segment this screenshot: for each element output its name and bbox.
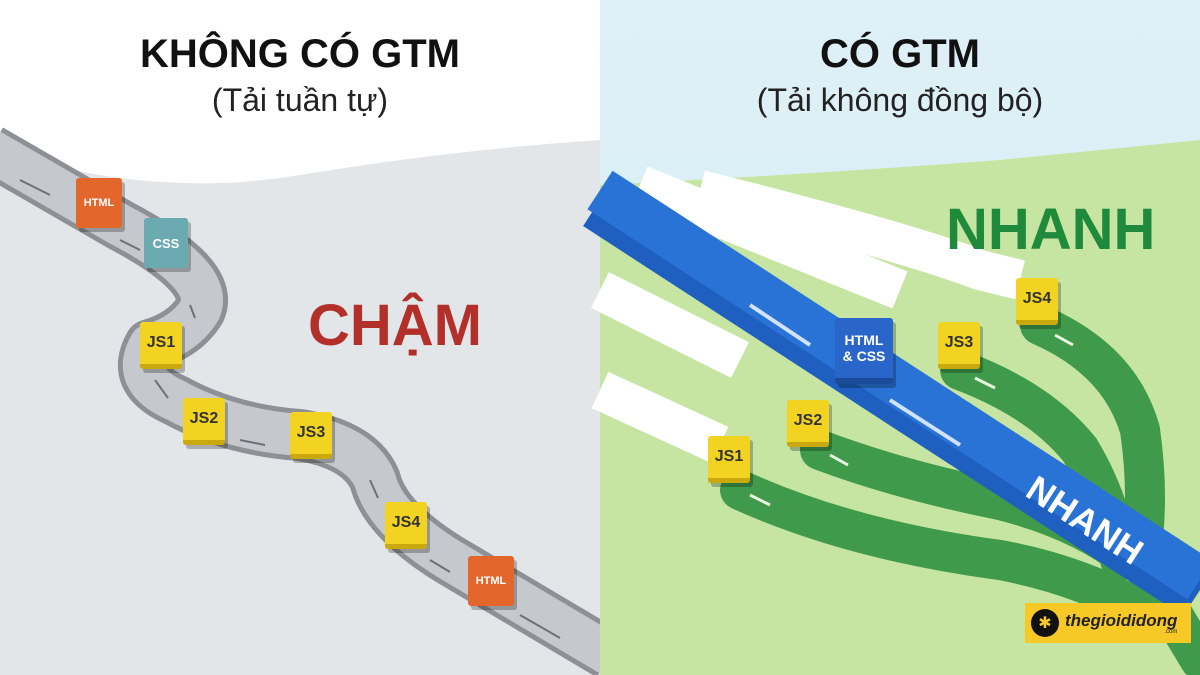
logo-suffix: .com [1164, 628, 1178, 635]
html-box: HTML [76, 178, 122, 228]
js3-box: JS3 [290, 412, 332, 459]
logo-text: thegioididong [1065, 610, 1178, 630]
js2-box: JS2 [183, 398, 225, 445]
right-subtitle: (Tải không đồng bộ) [756, 82, 1044, 118]
js1-box-async: JS1 [708, 436, 750, 483]
thegioididong-logo: ✱ thegioididong .com [1025, 603, 1191, 643]
left-subtitle: (Tải tuần tự) [211, 82, 389, 118]
js1-box: JS1 [140, 322, 182, 369]
html-box-end: HTML [468, 556, 514, 606]
right-title: CÓ GTM [820, 32, 980, 76]
slow-label: CHẬM [308, 293, 482, 358]
left-title: KHÔNG CÓ GTM [140, 32, 460, 76]
js4-box: JS4 [385, 502, 427, 549]
js4-box-async: JS4 [1016, 278, 1058, 325]
fast-label: NHANH [946, 197, 1156, 262]
css-box: CSS [144, 218, 188, 268]
logo-wordmark: thegioididong .com [1065, 612, 1177, 635]
runner-icon: ✱ [1031, 609, 1059, 637]
html-css-box: HTML & CSS [835, 318, 893, 384]
js2-box-async: JS2 [787, 400, 829, 447]
js3-box-async: JS3 [938, 322, 980, 369]
